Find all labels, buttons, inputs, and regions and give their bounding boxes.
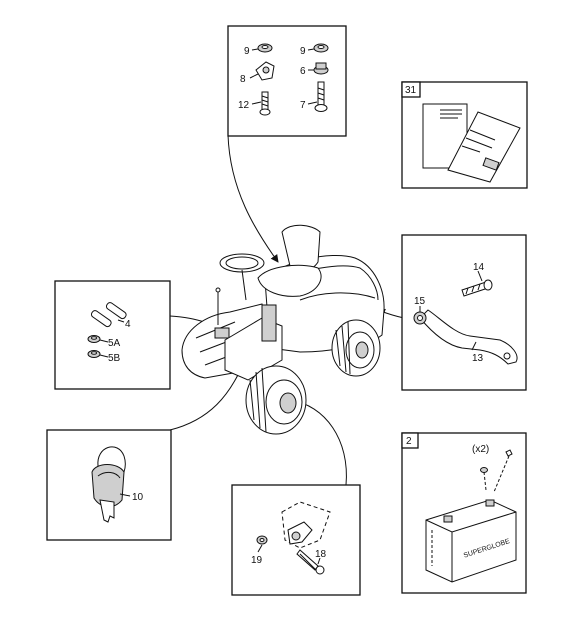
leader-top-box <box>227 134 279 263</box>
label-bracket-nut: 15 <box>414 296 426 307</box>
pins-detail-box: 4 5A 5B <box>54 280 171 390</box>
label-key: 10 <box>132 492 144 503</box>
box-ref-battery: 2 <box>406 436 412 447</box>
battery-detail-box: 2 (x2) SUPERGLOBE <box>401 432 527 594</box>
label-screw-left: 12 <box>238 100 250 111</box>
box-ref-manual: 31 <box>405 85 417 96</box>
label-clip: 8 <box>240 74 246 85</box>
hardware-detail-box-top: 9 8 12 9 6 7 <box>227 25 347 137</box>
label-hinge-washer: 19 <box>251 555 263 566</box>
label-washer-left: 9 <box>244 46 250 57</box>
label-bracket: 13 <box>472 353 484 364</box>
label-bolt: 7 <box>300 100 306 111</box>
hinge-detail-box: 19 18 <box>231 484 361 596</box>
riding-mower-illustration <box>181 224 385 435</box>
manual-detail-box: 31 <box>401 81 528 189</box>
label-hinge-bolt: 18 <box>315 549 327 560</box>
label-bracket-bolt: 14 <box>473 262 485 273</box>
label-spacer: 6 <box>300 66 306 77</box>
label-quantity: (x2) <box>472 444 489 455</box>
label-pin: 4 <box>125 319 131 330</box>
label-washer-5a: 5A <box>108 338 121 349</box>
label-washer-right: 9 <box>300 46 306 57</box>
bracket-detail-box: 14 15 13 <box>401 234 527 391</box>
label-washer-5b: 5B <box>108 353 121 364</box>
ignition-key-detail-box: 10 <box>46 429 172 541</box>
